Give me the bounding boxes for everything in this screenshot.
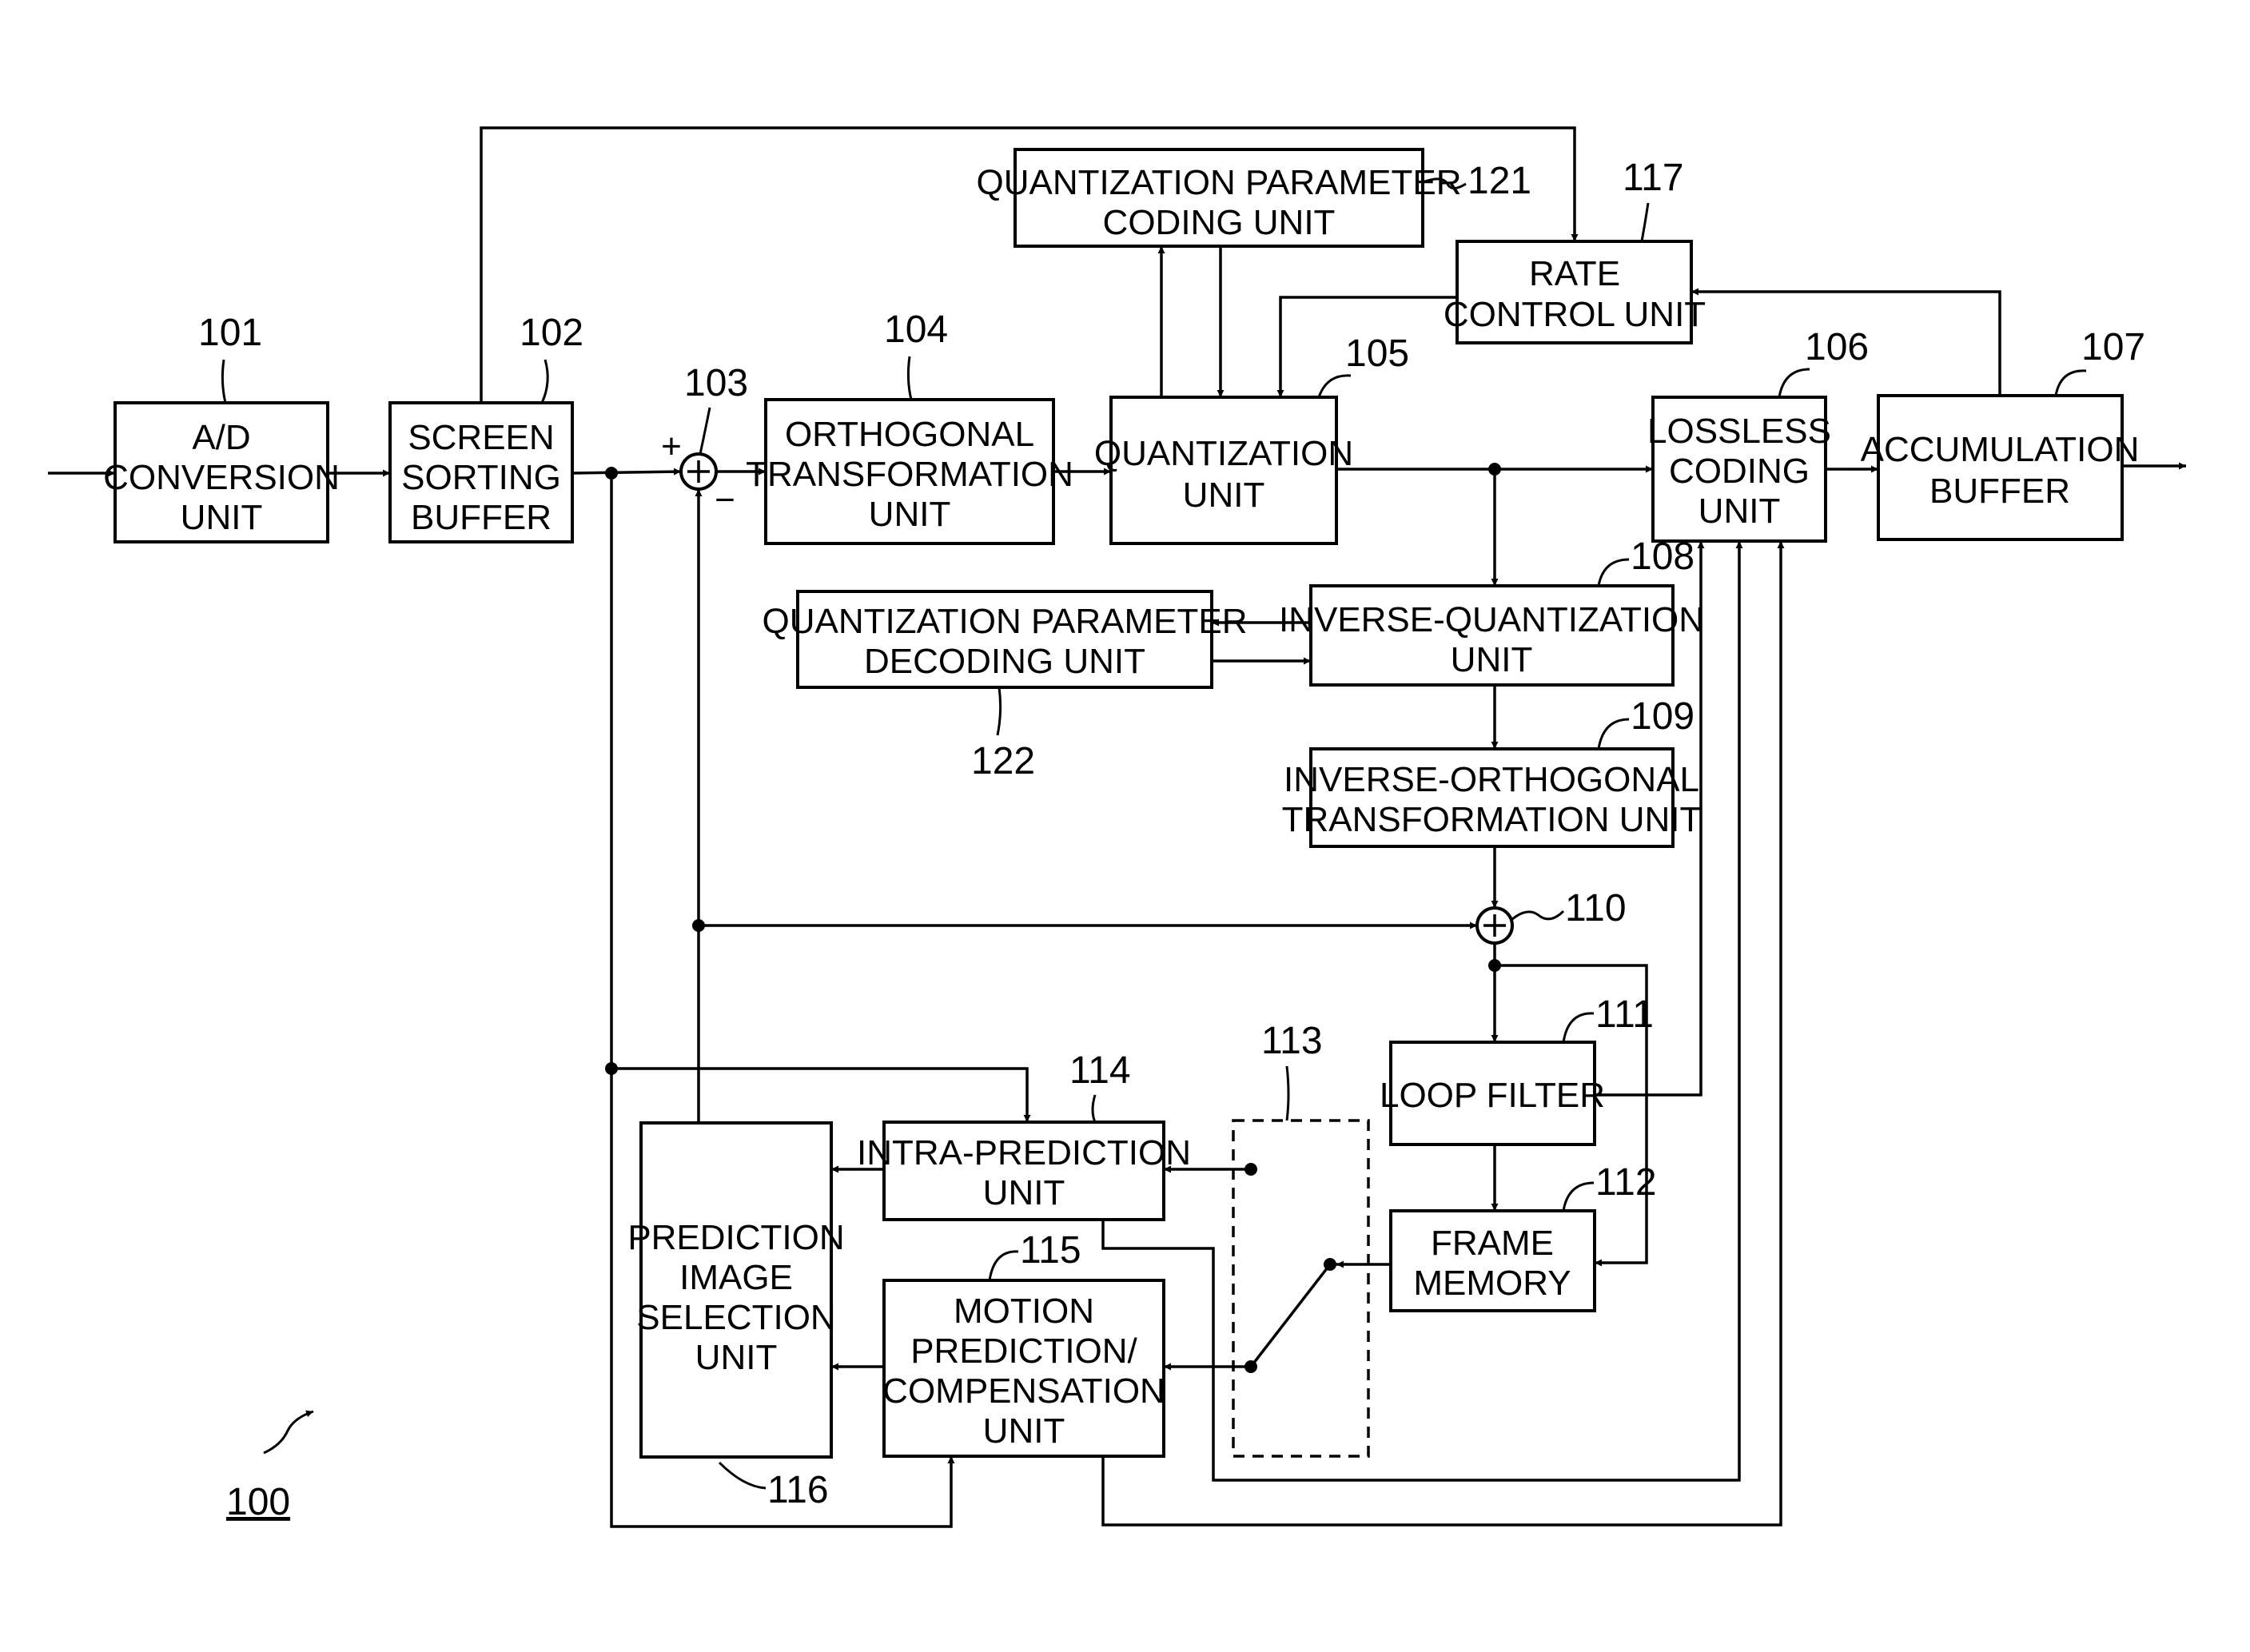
- switch-113: [1233, 1121, 1368, 1456]
- ref-111: 111: [1595, 993, 1654, 1036]
- block-label: INVERSE-ORTHOGONAL: [1284, 760, 1699, 799]
- block-label: SORTING: [401, 458, 561, 497]
- block-label: UNIT: [983, 1173, 1065, 1212]
- block-accumulation-buffer: ACCUMULATION BUFFER: [1861, 396, 2140, 539]
- block-label: COMPENSATION: [882, 1371, 1165, 1411]
- block-loop-filter: LOOP FILTER: [1380, 1042, 1605, 1144]
- block-label: INVERSE-QUANTIZATION: [1279, 600, 1704, 639]
- block-label: UNIT: [181, 498, 263, 537]
- block-label: PREDICTION/: [910, 1332, 1137, 1371]
- block-label: TRANSFORMATION: [746, 455, 1073, 494]
- block-rate-control: RATE CONTROL UNIT: [1444, 241, 1706, 343]
- ref-122: 122: [971, 740, 1035, 782]
- ref-107: 107: [2081, 326, 2145, 368]
- ref-105: 105: [1345, 332, 1409, 375]
- block-ad-conversion: A/D CONVERSION UNIT: [103, 403, 340, 542]
- adder-103: [681, 454, 716, 489]
- block-label: SCREEN: [408, 418, 554, 457]
- block-label: ACCUMULATION: [1861, 430, 2140, 469]
- ref-121: 121: [1467, 160, 1531, 202]
- block-screen-sorting-buffer: SCREEN SORTING BUFFER: [390, 403, 572, 542]
- block-label: CODING: [1669, 452, 1810, 491]
- block-frame-memory: FRAME MEMORY: [1391, 1211, 1595, 1311]
- block-label: CONTROL UNIT: [1444, 295, 1706, 334]
- block-label: LOOP FILTER: [1380, 1076, 1605, 1115]
- reference-numerals: 101 102 103 104 105 106 107 117 121 108 …: [198, 157, 2145, 1511]
- figure-number: 100: [226, 1481, 290, 1523]
- ref-117: 117: [1623, 157, 1684, 199]
- ref-112: 112: [1595, 1161, 1657, 1204]
- block-label: MOTION: [954, 1292, 1094, 1331]
- block-quantization-parameter-coding: QUANTIZATION PARAMETER CODING UNIT: [976, 149, 1461, 246]
- ref-102: 102: [520, 312, 583, 354]
- ref-109: 109: [1631, 695, 1694, 738]
- ref-101: 101: [198, 312, 262, 354]
- figure-reference: 100: [226, 1411, 313, 1523]
- block-label: UNIT: [983, 1411, 1065, 1451]
- block-label: QUANTIZATION: [1094, 434, 1353, 473]
- block-label: DECODING UNIT: [864, 642, 1145, 681]
- block-label: SELECTION: [636, 1298, 835, 1337]
- block-label: BUFFER: [411, 498, 552, 537]
- block-label: QUANTIZATION PARAMETER: [762, 602, 1247, 641]
- block-label: INTRA-PREDICTION: [857, 1133, 1191, 1172]
- ref-108: 108: [1631, 535, 1694, 578]
- block-label: UNIT: [695, 1338, 778, 1377]
- block-prediction-image-selection: PREDICTION IMAGE SELECTION UNIT: [627, 1123, 844, 1457]
- block-label: ORTHOGONAL: [785, 415, 1034, 454]
- block-label: FRAME: [1431, 1224, 1554, 1263]
- ref-103: 103: [684, 362, 748, 404]
- block-label: MEMORY: [1413, 1264, 1571, 1303]
- block-label: UNIT: [869, 495, 951, 534]
- block-label: QUANTIZATION PARAMETER: [976, 163, 1461, 202]
- block-label: A/D: [192, 418, 250, 457]
- block-label: CODING UNIT: [1103, 203, 1336, 242]
- block-quantization-parameter-decoding: QUANTIZATION PARAMETER DECODING UNIT: [762, 591, 1247, 687]
- minus-sign: −: [715, 480, 735, 519]
- block-label: TRANSFORMATION UNIT: [1282, 800, 1702, 839]
- ref-110: 110: [1565, 887, 1627, 929]
- ref-113: 113: [1261, 1020, 1323, 1062]
- block-label: LOSSLESS: [1647, 412, 1831, 451]
- block-quantization: QUANTIZATION UNIT: [1094, 397, 1353, 543]
- block-orthogonal-transformation: ORTHOGONAL TRANSFORMATION UNIT: [746, 400, 1073, 543]
- block-intra-prediction: INTRA-PREDICTION UNIT: [857, 1122, 1191, 1220]
- ref-114: 114: [1069, 1049, 1131, 1092]
- ref-116: 116: [767, 1469, 829, 1511]
- ref-106: 106: [1805, 326, 1869, 368]
- block-label: UNIT: [1451, 640, 1533, 679]
- block-label: RATE: [1529, 254, 1620, 293]
- block-label: UNIT: [1698, 492, 1781, 531]
- ref-115: 115: [1020, 1229, 1081, 1272]
- block-inverse-quantization: INVERSE-QUANTIZATION UNIT: [1279, 586, 1704, 685]
- block-label: IMAGE: [679, 1258, 793, 1297]
- block-lossless-coding: LOSSLESS CODING UNIT: [1647, 397, 1831, 541]
- ref-104: 104: [884, 309, 948, 351]
- block-label: UNIT: [1183, 476, 1265, 515]
- plus-sign: +: [661, 427, 682, 466]
- block-motion-prediction-compensation: MOTION PREDICTION/ COMPENSATION UNIT: [882, 1280, 1165, 1456]
- block-label: BUFFER: [1929, 472, 2070, 511]
- block-label: PREDICTION: [627, 1218, 844, 1257]
- block-inverse-orthogonal-transformation: INVERSE-ORTHOGONAL TRANSFORMATION UNIT: [1282, 749, 1702, 846]
- block-label: CONVERSION: [103, 458, 340, 497]
- adder-110: [1477, 908, 1512, 943]
